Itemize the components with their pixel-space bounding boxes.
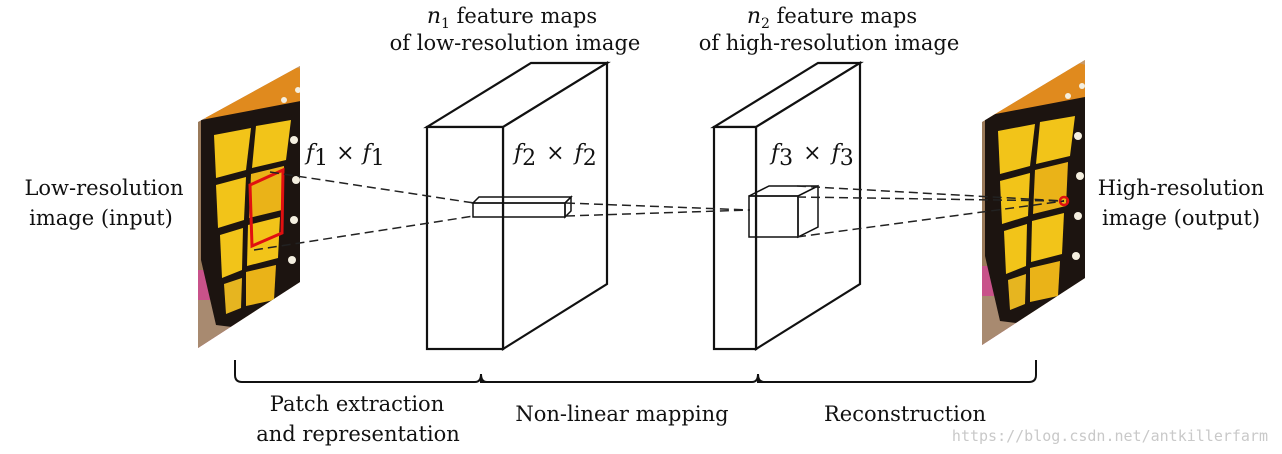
input-label-line1: Low-resolution	[24, 176, 183, 200]
watermark: https://blog.csdn.net/antkillerfarm	[952, 427, 1268, 445]
stage-patch-line1: Patch extraction	[270, 392, 444, 416]
feature-cube-1	[471, 195, 573, 219]
feature-cube-2	[748, 184, 819, 239]
stage-reconstruction: Reconstruction	[824, 402, 986, 426]
layer2-filter-size: f3×f3	[769, 141, 854, 171]
feature-block-1	[423, 61, 611, 351]
layer2-title-line1: n2 feature maps	[747, 4, 917, 32]
layer1-title-line2: of low-resolution image	[390, 31, 641, 55]
output-label-line1: High-resolution	[1098, 176, 1265, 200]
brace-nonlinear-mapping	[480, 373, 765, 383]
layer1-title-line1: n1 feature maps	[427, 4, 597, 32]
stage-nonlinear: Non-linear mapping	[515, 402, 728, 426]
brace-reconstruction	[757, 360, 1037, 383]
input-label-line2: image (input)	[29, 206, 173, 230]
input-patch-highlight	[248, 167, 285, 249]
feature-block-2	[710, 61, 864, 351]
output-label-line2: image (output)	[1102, 206, 1260, 230]
brace-patch-extraction	[234, 360, 488, 383]
output-pixel-highlight	[1058, 195, 1070, 207]
stage-patch-line2: and representation	[256, 422, 460, 446]
layer1-filter-size: f2×f2	[512, 141, 597, 171]
input-filter-size: f1×f1	[304, 141, 385, 171]
layer2-title-line2: of high-resolution image	[699, 31, 960, 55]
projection-lines	[253, 171, 1065, 251]
